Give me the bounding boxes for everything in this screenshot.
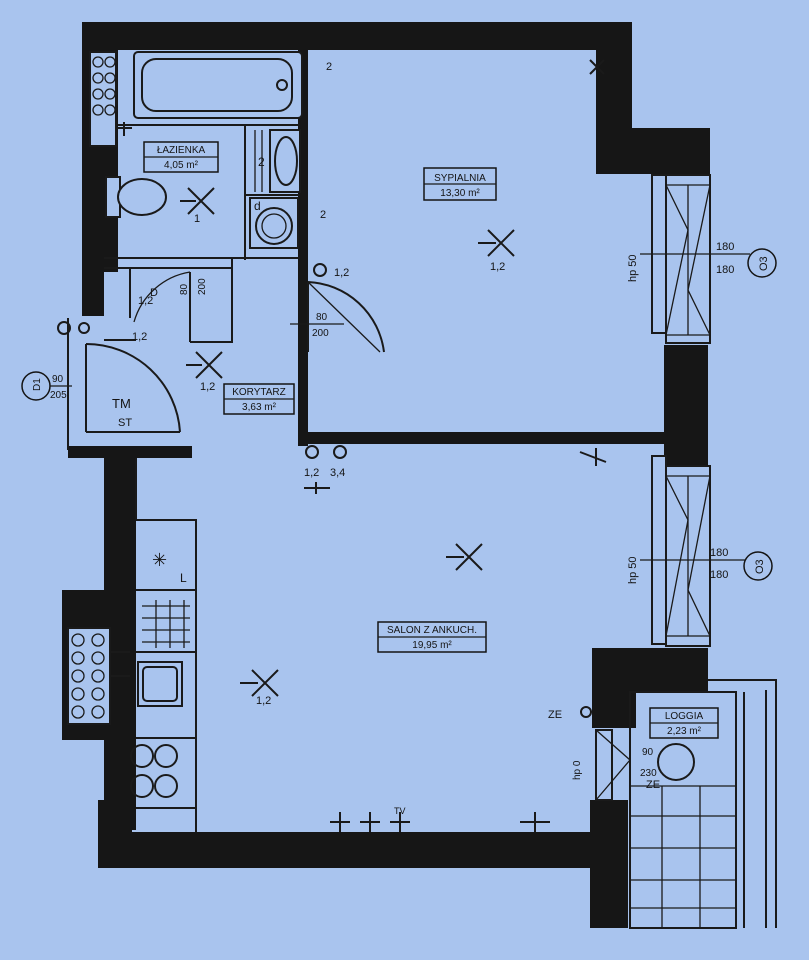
kitchen-l-label: L <box>180 571 187 585</box>
bedroom-window-width: 180 <box>716 241 734 253</box>
door-bedroom-height: 200 <box>312 328 329 339</box>
wall-top <box>82 22 630 50</box>
door-bedroom-width: 80 <box>316 312 328 323</box>
wall-bedroom-living <box>300 432 666 444</box>
window-living: hp 50 180 180 O3 <box>627 455 773 647</box>
entry-switch-label: 1,2 <box>132 331 147 343</box>
wall-bedroom-corridor <box>298 260 308 446</box>
toilet <box>105 176 167 218</box>
washbasin <box>254 129 301 193</box>
entry-door-height: 205 <box>50 390 67 401</box>
bedroom-switch-label: 1,2 <box>334 267 349 279</box>
living-light-label: 1,2 <box>256 695 271 707</box>
room-label-bedroom: SYPIALNIA 13,30 m² <box>423 167 497 201</box>
kitchen: ✳ L <box>130 519 197 832</box>
loggia-door-height: 230 <box>640 768 657 779</box>
wall-bottom <box>98 832 628 868</box>
bedroom-window-hp: hp 50 <box>627 254 639 282</box>
wall-right-jog <box>596 128 710 174</box>
room-label-corridor: KORYTARZ 3,63 m² <box>223 383 295 415</box>
bathroom-light-label: 1 <box>194 213 200 225</box>
label-d: d <box>254 199 261 213</box>
loggia-door-width: 90 <box>642 747 654 758</box>
label-d-upper: D <box>150 287 158 299</box>
room-name: LOGGIA <box>665 711 704 722</box>
room-name: ŁAZIENKA <box>157 145 206 156</box>
entry-door-code: D1 <box>32 378 43 391</box>
room-name: KORYTARZ <box>232 387 286 398</box>
living-window-code: O3 <box>754 559 766 574</box>
switch-group <box>57 263 347 494</box>
room-area: 13,30 m² <box>440 188 480 199</box>
wall-bottom-left-stub <box>98 800 132 868</box>
entry-door-tag: D1 90 205 <box>21 371 72 401</box>
door-entry <box>85 342 181 433</box>
door-bathroom: 80 200 <box>133 271 208 342</box>
room-area: 19,95 m² <box>412 640 452 651</box>
partitions <box>67 124 300 520</box>
ze-label-2: ZE <box>646 779 660 791</box>
tv-socket-label: TV <box>394 806 406 816</box>
label-two-wm: 2 <box>320 209 326 221</box>
room-area: 2,23 m² <box>667 726 702 737</box>
washing-machine <box>249 197 299 249</box>
bedroom-window-height: 180 <box>716 264 734 276</box>
window-bedroom: hp 50 180 180 O3 <box>627 174 777 344</box>
label-two-basin: 2 <box>258 155 265 169</box>
bedroom-light-label: 1,2 <box>490 261 505 273</box>
room-label-living: SALON Z ANKUCH. 19,95 m² <box>377 621 487 653</box>
room-name: SALON Z ANKUCH. <box>387 625 477 636</box>
fridge-symbol: ✳ <box>152 550 167 570</box>
corridor-light-label: 1,2 <box>200 381 215 393</box>
bottom-sockets: TV <box>330 806 550 832</box>
entry-door-width: 90 <box>52 374 64 385</box>
tm-label: TM <box>112 396 131 411</box>
st-label: ST <box>118 417 132 429</box>
wall-loggia-top <box>592 648 708 692</box>
gas-riser <box>67 627 130 725</box>
living-window-width: 180 <box>710 547 728 559</box>
light-marks <box>180 59 607 697</box>
ze-label-1: ZE <box>548 709 562 721</box>
room-area: 3,63 m² <box>242 402 277 413</box>
towel-radiator <box>89 51 132 147</box>
room-name: SYPIALNIA <box>434 173 486 184</box>
loggia-door-hp: hp 0 <box>572 760 583 780</box>
door-bedroom: 80 200 <box>290 281 385 353</box>
loggia: hp 0 90 230 ZE ZE <box>548 679 777 929</box>
door-bathroom-width: 80 <box>179 283 190 295</box>
room-label-loggia: LOGGIA 2,23 m² <box>649 707 719 739</box>
living-window-hp: hp 50 <box>627 556 639 584</box>
room-label-bathroom: ŁAZIENKA 4,05 m² <box>143 141 219 173</box>
door-bathroom-height: 200 <box>197 278 208 295</box>
wall-left-entry <box>82 268 104 316</box>
label-two-tub: 2 <box>326 61 332 73</box>
living-switch-label: 3,4 <box>330 467 345 479</box>
hall-switch-label: 1,2 <box>304 467 319 479</box>
wall-bathroom-bedroom <box>298 46 308 260</box>
room-area: 4,05 m² <box>164 160 199 171</box>
bathtub <box>133 51 303 119</box>
bath-switch-label: 1,2 <box>138 295 153 307</box>
living-window-height: 180 <box>710 569 728 581</box>
wall-right-pier <box>664 345 708 470</box>
wall-loggia-column-bottom <box>590 800 628 928</box>
wall-corridor-bottom <box>68 446 192 458</box>
bedroom-window-code: O3 <box>758 256 770 271</box>
